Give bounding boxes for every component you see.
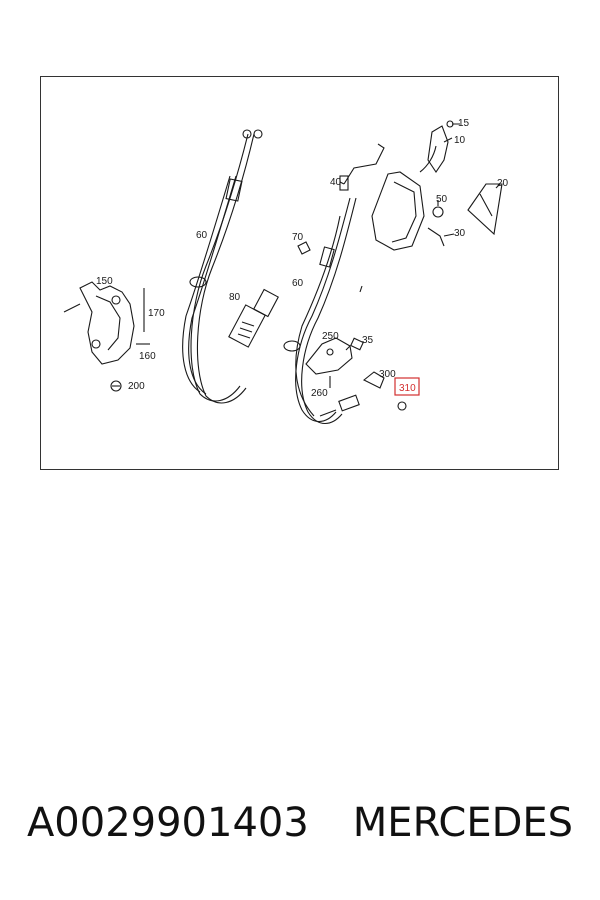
callout-80: 80	[229, 292, 241, 303]
shift-cable-right	[283, 197, 357, 425]
callout-300: 300	[379, 369, 396, 380]
part-310-nut	[397, 401, 407, 411]
part-250-bracket	[305, 337, 353, 375]
callout-20: 20	[497, 178, 509, 189]
part-150-bracket	[63, 281, 135, 365]
part-80-connector	[228, 288, 279, 348]
callout-260: 260	[311, 388, 328, 399]
part-number: A0029901403	[26, 800, 309, 846]
part-35-clip	[350, 337, 364, 351]
callout-40: 40	[330, 177, 342, 188]
callout-70: 70	[292, 232, 304, 243]
callout-10: 10	[454, 135, 466, 146]
highlight-box-310	[394, 377, 420, 396]
shift-cable-left	[182, 129, 263, 404]
callout-150: 150	[96, 276, 113, 287]
callout-200: 200	[128, 381, 145, 392]
part-300-bracket	[362, 371, 385, 389]
caption: A0029901403 MERCEDES	[0, 800, 600, 846]
callout-30: 30	[454, 228, 466, 239]
callout-60-left: 60	[196, 230, 208, 241]
parts-diagram: 15 10 20 40 50 30 60 70 60 80 150 170 16…	[63, 118, 509, 425]
callout-50: 50	[436, 194, 448, 205]
callout-60-right: 60	[292, 278, 304, 289]
shift-lever-housing	[371, 120, 454, 251]
part-200-bolt	[110, 380, 122, 392]
callout-160: 160	[139, 351, 156, 362]
brand-name: MERCEDES	[352, 800, 574, 846]
part-40-wire	[339, 143, 385, 191]
callout-15: 15	[458, 118, 470, 129]
callout-250: 250	[322, 331, 339, 342]
callout-310: 310	[399, 383, 416, 394]
part-20-boot	[467, 183, 503, 236]
cable-end-lower	[319, 394, 360, 417]
part-70-clip	[297, 241, 311, 255]
callout-170: 170	[148, 308, 165, 319]
callout-35: 35	[362, 335, 374, 346]
